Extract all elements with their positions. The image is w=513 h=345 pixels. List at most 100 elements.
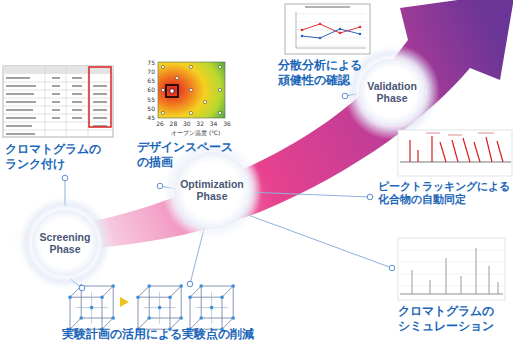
series-line [302,29,360,38]
experiment-point [199,284,203,288]
table-frame [3,66,113,137]
axis-tick: 28 [167,120,179,127]
cube-edge [181,286,182,318]
peak-tracking-thumbnail [398,130,512,176]
cube-edge [201,286,233,287]
cube-edge [170,286,181,297]
series-markers [301,23,362,35]
cube-edge [102,297,103,329]
cube-edge [222,286,233,297]
axis-tick: 45 [143,114,155,121]
experiment-point [79,316,83,320]
chart-title-text [305,6,350,7]
cube-edge [149,286,150,318]
series-markers [301,28,362,40]
baseline [400,294,503,295]
phase-circle: Screening Phase [32,210,98,276]
experiment-points [161,65,221,114]
experiment-point [136,295,140,299]
cube-edge [190,297,222,298]
feature-caption: クロマトグラムの ランク付け [5,142,101,172]
chart-axis [296,12,297,48]
phase-circle: Validation Phase [359,59,425,125]
cube-edge [138,297,139,329]
experiment-point [220,295,224,299]
experiment-point [231,284,235,288]
baseline [400,162,511,163]
cube-edge [102,286,113,297]
feature-caption: 実験計画の活用による実験点の削減 [62,327,254,342]
table-thumbnail [3,66,113,137]
experiment-point [68,295,72,299]
feature-caption: クロマトグラムの シミュレーション [398,304,494,334]
axis-tick: 34 [208,120,220,127]
experiment-point [111,316,115,320]
phase-name: Optimization Phase [180,178,244,202]
cube-edge [201,286,202,318]
cube-edge [201,318,233,319]
table-grid [3,66,113,137]
experiment-point [168,295,172,299]
cube-edge [70,297,102,298]
experiment-point [90,306,94,310]
axis-title: オーブン温度 (℃) [171,129,220,136]
simulation-thumbnail [398,238,505,300]
chart-frame [285,4,370,54]
cube [188,284,235,331]
axis-tick: 60 [143,86,155,93]
axis-tick: 75 [143,59,155,66]
design-space-box [166,85,178,97]
experiment-point [231,316,235,320]
optimum-point [170,89,174,93]
chromatogram-frame [398,130,512,176]
feature-caption: デザインスペース の描画 [137,140,233,170]
cube-edge [81,318,113,319]
leader-lines [65,94,392,288]
feature-caption: ピークトラッキングによる 化合物の自動同定 [378,180,510,206]
cube-edge [81,286,113,287]
axis-tick: 65 [143,77,155,84]
table-cell-text [6,78,107,134]
next-triangle [120,297,129,307]
cube-edge [138,297,170,298]
experiment-point [210,306,214,310]
experiment-point [188,295,192,299]
experiment-point [199,316,203,320]
heatmap-plot [158,62,225,118]
phase-name: Validation Phase [367,80,417,104]
heatmap-thumbnail [158,62,225,118]
chart-grid [296,14,366,46]
experiment-point [147,316,151,320]
axis-tick: 30 [181,120,193,127]
leader-dots [62,93,395,291]
cube [68,284,115,331]
axis-tick: 36 [221,120,233,127]
phase-glow [17,195,113,291]
experiment-point [100,295,104,299]
anova-chart-thumbnail [285,4,370,54]
axis-tick: 55 [143,96,155,103]
cube-edge [149,318,181,319]
experiment-point [158,306,162,310]
axis-tick: 32 [194,120,206,127]
phase-name: Screening Phase [40,231,91,255]
cube-edge [113,286,114,318]
cube-edge [70,297,71,329]
axis-tick: 50 [143,105,155,112]
cube-edge [170,297,171,329]
experiment-point [147,284,151,288]
axis-tick: 70 [143,68,155,75]
highlight-box [89,67,111,127]
experiment-point [179,316,183,320]
feature-caption: 分散分析による 頑健性の確認 [278,58,362,88]
cube-edge [149,286,181,287]
chart-grid [400,250,503,286]
axis-tick: 26 [154,120,166,127]
cube-edge [233,286,234,318]
experiment-point [111,284,115,288]
cube-edge [138,286,149,297]
peak-name-text [426,133,494,135]
experiment-point [179,284,183,288]
